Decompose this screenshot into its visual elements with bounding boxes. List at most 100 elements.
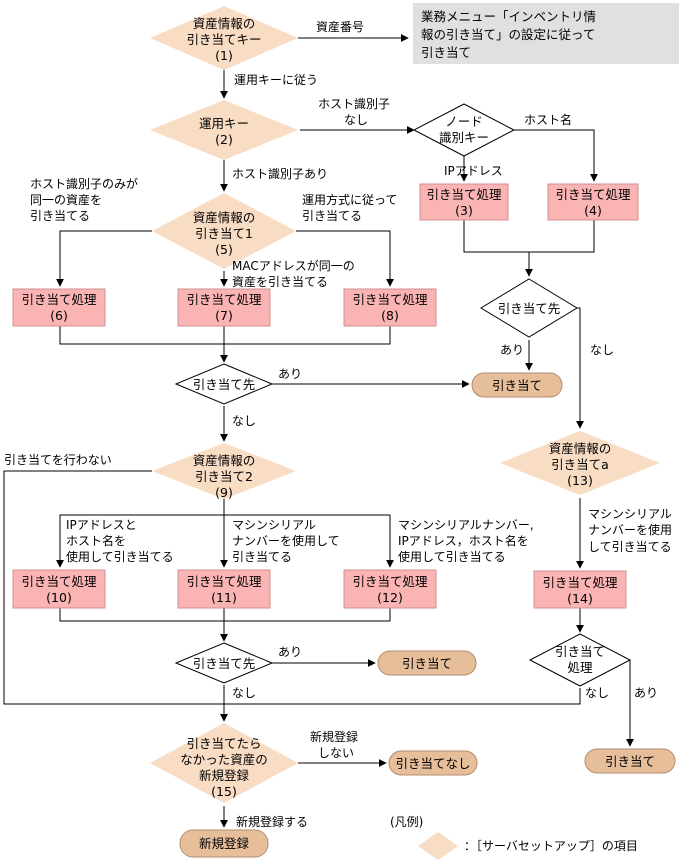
svg-text:引き当て1: 引き当て1 (195, 226, 253, 241)
decision-destination-b: 引き当て先 (174, 363, 274, 405)
svg-text:あり: あり (278, 367, 302, 381)
svg-text:引き当て処理: 引き当て処理 (426, 187, 502, 202)
terminal-assign-1: 引き当て (471, 372, 563, 398)
svg-text:報の引き当て」の設定に従って: 報の引き当て」の設定に従って (421, 27, 595, 42)
svg-text:運用キーに従う: 運用キーに従う (234, 73, 318, 87)
svg-text:あり: あり (500, 343, 524, 357)
svg-text:(12): (12) (377, 590, 403, 605)
svg-text:なし: なし (344, 113, 368, 127)
svg-text:処理: 処理 (567, 660, 593, 675)
svg-text:引き当て処理: 引き当て処理 (21, 292, 97, 307)
svg-text:IPアドレスと: IPアドレスと (66, 518, 137, 532)
terminal-new-registration: 新規登録 (179, 829, 269, 858)
svg-text:資産情報の: 資産情報の (549, 441, 612, 456)
decision-register-new: 引き当てたら なかった資産の 新規登録 (15) (150, 723, 298, 803)
process-10: 引き当て処理 (10) (12, 569, 106, 609)
svg-text:資産を引き当てる: 資産を引き当てる (232, 274, 328, 289)
svg-text:引き当て先: 引き当て先 (498, 301, 561, 316)
decision-assign-process: 引き当て 処理 (528, 633, 632, 687)
svg-text:(13): (13) (567, 473, 593, 488)
svg-text:(11): (11) (211, 590, 237, 605)
svg-text:ホスト識別子あり: ホスト識別子あり (232, 167, 328, 181)
process-14: 引き当て処理 (14) (533, 570, 627, 609)
svg-text:なし: なし (585, 686, 609, 700)
svg-text:しない: しない (318, 746, 354, 760)
svg-text:(凡例): (凡例) (390, 815, 423, 829)
svg-text:ナンバーを使用して: ナンバーを使用して (232, 533, 340, 548)
svg-text:(3): (3) (455, 203, 473, 218)
svg-text:ナンバーを使用: ナンバーを使用 (588, 522, 672, 537)
svg-text:(9): (9) (215, 485, 233, 500)
svg-text:マシンシリアル: マシンシリアル (588, 507, 672, 521)
process-3: 引き当て処理 (3) (419, 183, 509, 221)
svg-text:新規登録: 新規登録 (310, 729, 358, 744)
terminal-no-assign: 引き当てなし (388, 750, 478, 776)
svg-text:引き当て2: 引き当て2 (195, 469, 253, 484)
svg-text:使用して引き当てる: 使用して引き当てる (66, 549, 174, 564)
svg-text:ホスト名を: ホスト名を (66, 533, 126, 548)
svg-text:ノード: ノード (445, 114, 483, 129)
svg-text:引き当てa: 引き当てa (551, 457, 609, 472)
decision-destination-c: 引き当て先 (174, 642, 274, 684)
svg-text:(10): (10) (46, 590, 72, 605)
svg-text:運用方式に従って: 運用方式に従って (302, 192, 397, 207)
svg-text:引き当てる: 引き当てる (30, 209, 90, 223)
svg-text:なし: なし (590, 343, 614, 357)
svg-text:(2): (2) (215, 132, 233, 147)
svg-text:IPアドレス，ホスト名を: IPアドレス，ホスト名を (398, 533, 529, 548)
svg-text:引き当て処理: 引き当て処理 (352, 574, 428, 589)
svg-text:引き当て: 引き当て (402, 656, 452, 671)
process-12: 引き当て処理 (12) (343, 569, 437, 609)
svg-text:引き当てたら: 引き当てたら (186, 736, 261, 751)
svg-text:あり: あり (278, 645, 302, 659)
svg-text:資産情報の: 資産情報の (193, 16, 256, 31)
svg-text:(14): (14) (567, 591, 593, 606)
svg-text:IPアドレス: IPアドレス (444, 164, 503, 178)
connectors (3, 34, 634, 828)
svg-text:(6): (6) (50, 308, 68, 323)
svg-text:マシンシリアルナンバー,: マシンシリアルナンバー, (398, 518, 534, 532)
svg-text:引き当て処理: 引き当て処理 (186, 292, 262, 307)
svg-text:引き当てを行わない: 引き当てを行わない (4, 453, 112, 467)
process-7: 引き当て処理 (7) (177, 288, 271, 327)
svg-text:(1): (1) (215, 48, 233, 63)
svg-text:引き当て処理: 引き当て処理 (21, 574, 97, 589)
svg-text:引き当て先: 引き当て先 (193, 377, 256, 392)
note-box: 業務メニュー「インベントリ情 報の引き当て」の設定に従って 引き当て (413, 3, 679, 64)
svg-text:引き当て先: 引き当て先 (193, 656, 256, 671)
svg-text:引き当てキー: 引き当てキー (186, 32, 261, 47)
svg-text:引き当て処理: 引き当て処理 (352, 292, 428, 307)
svg-text:新規登録する: 新規登録する (236, 814, 308, 829)
svg-text:引き当て: 引き当て (421, 45, 471, 60)
decision-asset-assign-1: 資産情報の 引き当て1 (5) (152, 193, 296, 269)
process-11: 引き当て処理 (11) (177, 569, 271, 609)
svg-text:なし: なし (232, 686, 256, 700)
edge-labels: 資産番号 運用キーに従う ホスト識別子 なし ホスト名 IPアドレス ホスト識別… (4, 19, 672, 829)
svg-text:なし: なし (232, 414, 256, 428)
svg-text:資産情報の: 資産情報の (193, 453, 256, 468)
svg-text:(7): (7) (215, 308, 233, 323)
svg-text:なかった資産の: なかった資産の (180, 752, 268, 767)
svg-text:引き当て: 引き当て (492, 378, 542, 393)
svg-text:(5): (5) (215, 242, 233, 257)
svg-text:引き当てなし: 引き当てなし (395, 756, 470, 771)
terminal-assign-3: 引き当て (584, 748, 676, 774)
svg-text:業務メニュー「インベントリ情: 業務メニュー「インベントリ情 (421, 9, 596, 24)
svg-text:(8): (8) (381, 308, 399, 323)
svg-text:引き当て処理: 引き当て処理 (542, 575, 618, 590)
svg-text:新規登録: 新規登録 (199, 836, 250, 851)
svg-text:して引き当てる: して引き当てる (588, 540, 672, 554)
legend: (凡例) ：［サーバセットアップ］の項目 (390, 815, 638, 860)
svg-text:資産番号: 資産番号 (316, 19, 364, 34)
process-6: 引き当て処理 (6) (12, 288, 106, 327)
svg-text:引き当て処理: 引き当て処理 (555, 187, 631, 202)
svg-text:引き当てる: 引き当てる (302, 209, 362, 223)
svg-text:MACアドレスが同一の: MACアドレスが同一の (232, 258, 355, 273)
decision-asset-key: 資産情報の 引き当てキー (1) (150, 6, 298, 70)
process-8: 引き当て処理 (8) (343, 288, 437, 327)
svg-text:(15): (15) (211, 784, 237, 799)
decision-asset-assign-a: 資産情報の 引き当てa (13) (500, 431, 660, 495)
svg-text:(4): (4) (584, 203, 602, 218)
svg-text:同一の資産を: 同一の資産を (30, 192, 102, 207)
svg-text:ホスト識別子: ホスト識別子 (318, 97, 390, 111)
